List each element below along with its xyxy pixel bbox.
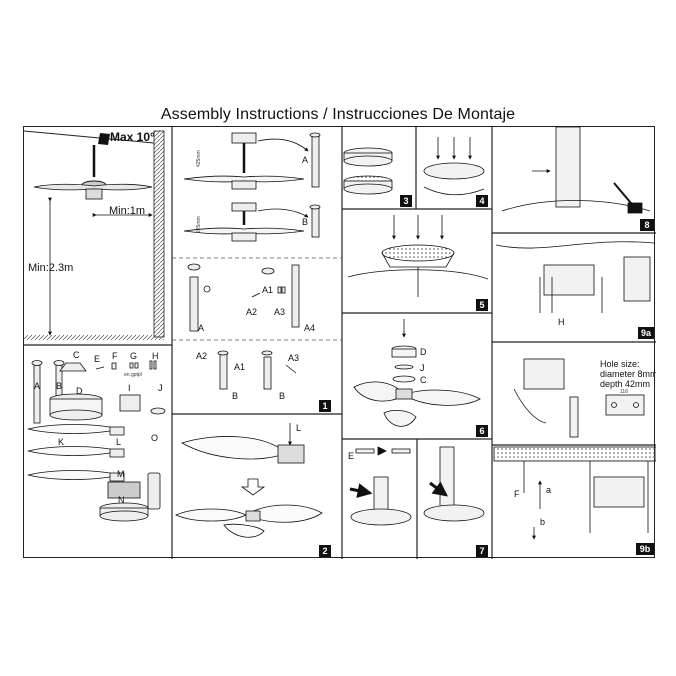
step8-diagram <box>501 126 651 214</box>
part-label-a: A <box>34 381 40 391</box>
step9b-label-a: a <box>546 485 551 495</box>
part-label-m: M <box>117 469 125 479</box>
step4-number: 4 <box>479 196 484 206</box>
step1-label-a: A <box>198 323 204 333</box>
step1-badge <box>319 400 331 412</box>
step9a-number: 9a <box>641 328 652 338</box>
step3-number: 3 <box>403 196 408 206</box>
step9a-label-h: H <box>558 317 565 327</box>
step8-badge <box>640 219 654 231</box>
step1-label-a1-bottom: A1 <box>234 362 245 372</box>
step8-number: 8 <box>644 220 649 230</box>
min-side-clearance-label: Min:1m <box>109 205 145 217</box>
step5-diagram <box>347 215 489 297</box>
part-label-d: D <box>76 386 83 396</box>
part-label-b: B <box>56 381 62 391</box>
part-label-f: F <box>112 351 118 361</box>
step2-diagram <box>175 423 323 538</box>
step6-label-j: J <box>420 363 425 373</box>
mounting-clearance-diagram <box>23 130 165 340</box>
step1-number: 1 <box>322 401 327 411</box>
hole-size-diagram <box>513 358 645 438</box>
part-label-g: G <box>130 351 137 361</box>
min-height-label: Min:2.3m <box>28 262 73 274</box>
instruction-sheet: Max 10° Min:1m Min:2.3m A B C D E F G H … <box>23 126 658 559</box>
part-label-k: K <box>58 437 64 447</box>
part-label-o: O <box>151 433 158 443</box>
step7-diagram <box>349 446 485 526</box>
downrod-label-a: A <box>302 155 308 165</box>
step2-number: 2 <box>322 546 327 556</box>
step5-number: 5 <box>479 300 484 310</box>
downrod-options-diagram <box>183 132 321 242</box>
part-label-e: E <box>94 354 100 364</box>
hole-size-depth: depth 42mm <box>600 379 650 389</box>
step2-label-l: L <box>296 423 301 433</box>
step1-label-a2-bottom: A2 <box>196 351 207 361</box>
step1-label-a2: A2 <box>246 307 257 317</box>
step7-number: 7 <box>479 546 484 556</box>
hole-size-diameter: diameter 8mm <box>600 369 656 379</box>
step2-badge <box>319 545 331 557</box>
step9b-badge <box>636 543 654 555</box>
panel-grid <box>24 127 656 559</box>
max-angle-label: Max 10° <box>110 130 155 144</box>
step4-badge <box>476 195 488 207</box>
step6-diagram <box>353 319 481 427</box>
hole-size-title: Hole size: <box>600 359 640 369</box>
hole-spacing-dimension: 116 <box>620 389 628 395</box>
step1-label-b-right: B <box>279 391 285 401</box>
downrod-length-b: 225mm <box>196 216 202 233</box>
part-label-i: I <box>128 383 131 393</box>
step1-label-a4: A4 <box>304 323 315 333</box>
part-label-n: N <box>118 495 125 505</box>
parts-illustrations <box>27 360 166 522</box>
step9a-badge <box>638 327 654 339</box>
step9b-label-f: F <box>514 489 520 499</box>
step7-badge <box>476 545 488 557</box>
step4-diagram <box>423 137 485 196</box>
step5-badge <box>476 299 488 311</box>
step1-label-b-left: B <box>232 391 238 401</box>
step9b-number: 9b <box>640 544 651 554</box>
part-label-c: C <box>73 350 80 360</box>
step3-diagram <box>343 147 393 195</box>
step1-label-a3: A3 <box>274 307 285 317</box>
part-g-note: en.gptpl <box>124 372 142 378</box>
step6-label-c: C <box>420 375 427 385</box>
part-label-j: J <box>158 383 163 393</box>
step6-badge <box>476 425 488 437</box>
step1-label-a1: A1 <box>262 285 273 295</box>
step1-label-a3-bottom: A3 <box>288 353 299 363</box>
step7-label-e: E <box>348 451 354 461</box>
step1-diagram <box>187 263 300 390</box>
part-label-l: L <box>116 437 121 447</box>
downrod-label-b: B <box>302 217 308 227</box>
downrod-length-a: 425mm <box>196 150 202 167</box>
part-label-h: H <box>152 351 159 361</box>
step9a-diagram <box>495 241 655 313</box>
step6-label-d: D <box>420 347 427 357</box>
step3-badge <box>400 195 412 207</box>
page-title: Assembly Instructions / Instrucciones De… <box>160 106 516 123</box>
step6-number: 6 <box>479 426 484 436</box>
instruction-diagrams: Max 10° Min:1m Min:2.3m A B C D E F G H … <box>23 126 658 559</box>
step9b-label-b: b <box>540 517 545 527</box>
step9b-diagram <box>493 446 657 540</box>
